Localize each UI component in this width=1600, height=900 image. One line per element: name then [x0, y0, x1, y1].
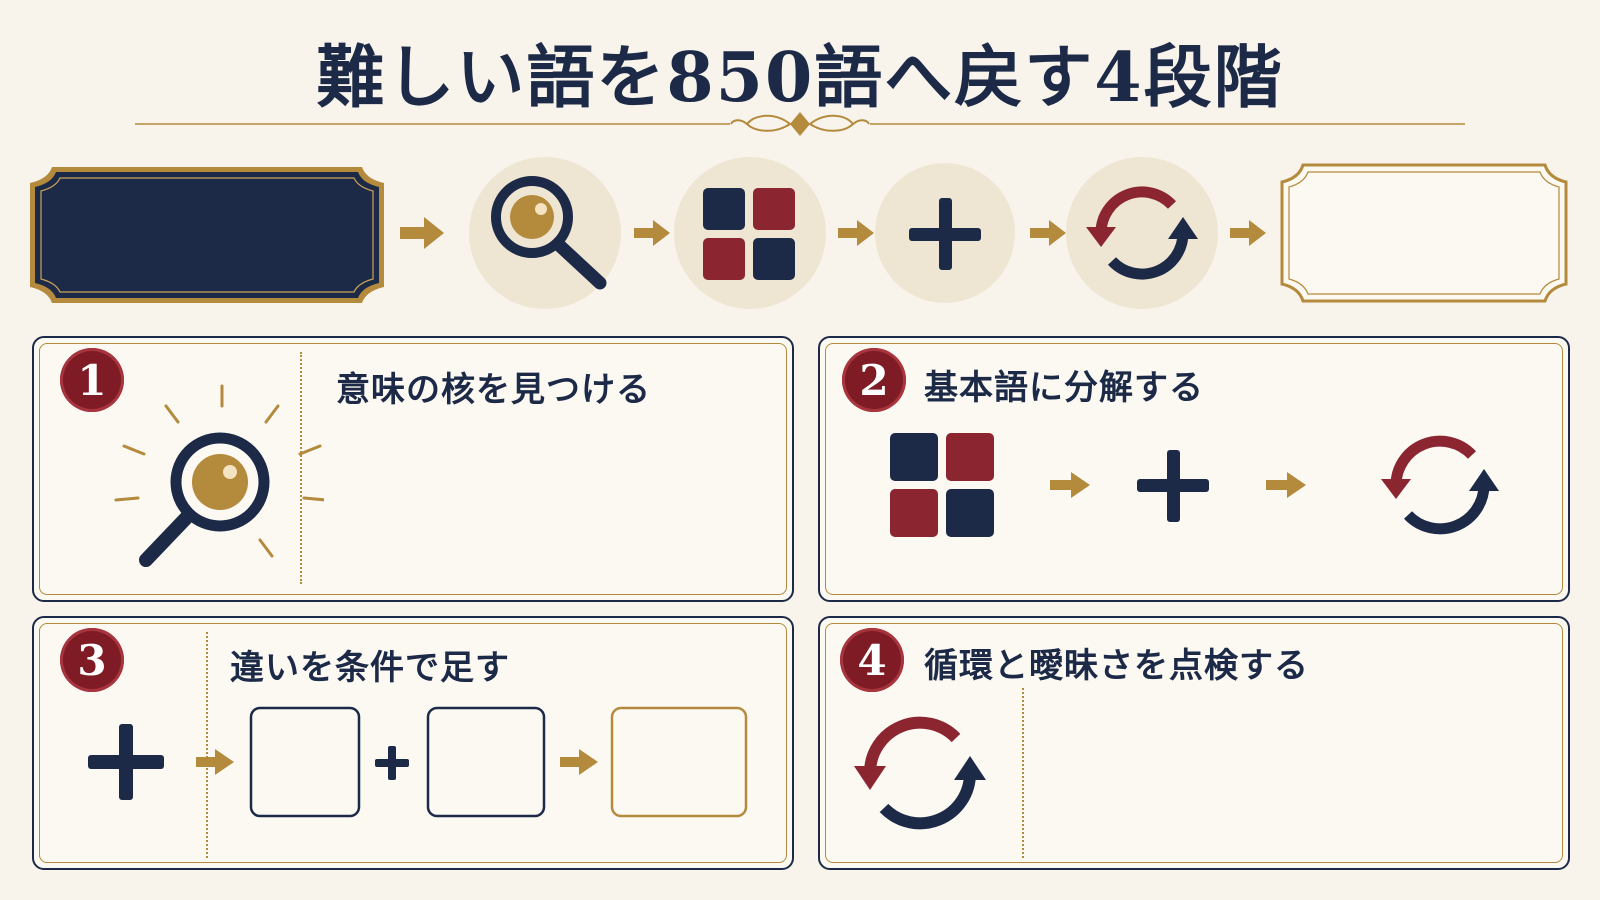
flow-arrow	[1030, 220, 1066, 246]
process-flow	[30, 157, 1568, 309]
dark-label-frame	[30, 167, 384, 303]
cycle-icon	[1066, 157, 1218, 309]
panel-title: 基本語に分解する	[924, 368, 1204, 408]
ornament-divider	[135, 112, 1465, 136]
condition-icons	[88, 706, 748, 818]
flow-arrow	[838, 220, 874, 246]
result-box	[610, 706, 748, 818]
decompose-icons	[890, 433, 1499, 537]
cycle-icon	[1381, 435, 1499, 535]
plus-icon	[1137, 450, 1209, 522]
page-title: 難しい語を850語へ戻す4段階	[316, 38, 1284, 118]
plus-icon	[88, 724, 164, 800]
cycle-icon	[854, 716, 986, 830]
flow-arrow	[400, 217, 444, 249]
arrow-icon	[560, 749, 598, 775]
empty-box	[426, 706, 546, 818]
step-panel-3: 3 違いを条件で足す	[32, 616, 794, 870]
panel-title: 循環と曖昧さを点検する	[924, 646, 1309, 686]
step-panel-4: 4 循環と曖昧さを点検する	[818, 616, 1570, 870]
step-panel-2: 2 基本語に分解する	[818, 336, 1570, 602]
step-panel-1: 1 意味の核を見つける	[32, 336, 794, 602]
empty-box	[249, 706, 361, 818]
arrow-icon	[1266, 472, 1306, 498]
plus-icon	[875, 163, 1015, 303]
magnifier-icon	[469, 157, 621, 309]
panel-title: 意味の核を見つける	[336, 370, 651, 410]
empty-label-frame	[1280, 163, 1568, 303]
plus-icon	[375, 746, 409, 780]
arrow-icon	[196, 749, 234, 775]
panel-divider	[1022, 688, 1024, 858]
grid-icon	[674, 157, 826, 309]
panel-divider	[300, 352, 302, 584]
magnifier-icon	[114, 384, 324, 567]
grid-icon	[890, 433, 994, 537]
step-number-badge: 3	[60, 628, 124, 692]
panel-title: 違いを条件で足す	[230, 648, 510, 688]
panel-divider	[206, 632, 208, 858]
flow-arrow	[1230, 220, 1266, 246]
arrow-icon	[1050, 472, 1090, 498]
step-number-badge: 1	[60, 348, 124, 412]
flow-arrow	[634, 220, 670, 246]
step-number-badge: 4	[840, 628, 904, 692]
step-number-badge: 2	[842, 348, 906, 412]
